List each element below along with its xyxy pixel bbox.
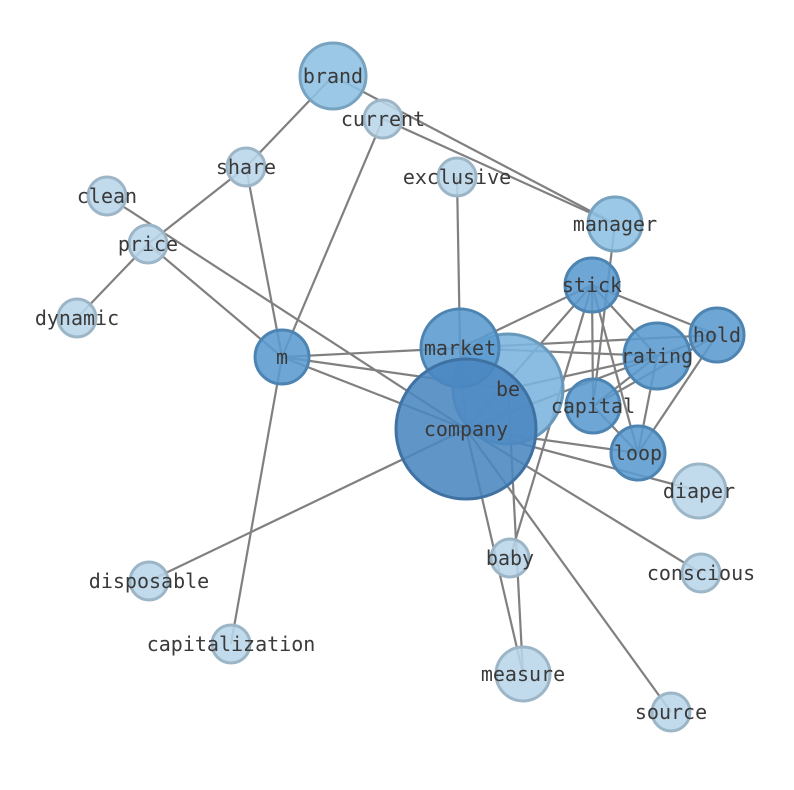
node-label-brand: brand [303, 64, 363, 88]
node-label-current: current [341, 107, 425, 131]
node-rating [622, 321, 692, 391]
node-label-diaper: diaper [663, 479, 735, 503]
node-label-disposable: disposable [89, 569, 209, 593]
node-share [225, 146, 267, 188]
node-label-manager: manager [573, 212, 657, 236]
edge-stick-loop [590, 284, 640, 454]
node-label-stick: stick [562, 273, 622, 297]
edge-manager-capital [591, 223, 617, 407]
node-label-capitalization: capitalization [147, 632, 316, 656]
node-source [650, 691, 692, 733]
node-label-measure: measure [481, 662, 565, 686]
node-label-share: share [216, 155, 276, 179]
edge-price-m [147, 243, 283, 358]
node-label-baby: baby [486, 546, 534, 570]
node-measure [494, 645, 552, 703]
node-label-dynamic: dynamic [35, 306, 119, 330]
node-disposable [128, 560, 170, 602]
node-m [253, 328, 311, 386]
node-label-exclusive: exclusive [403, 165, 511, 189]
node-layer: brand current share exclusive clean manager pr… [35, 41, 755, 733]
node-baby [489, 537, 531, 579]
node-hold [688, 306, 746, 364]
node-label-price: price [118, 232, 178, 256]
node-conscious [680, 552, 722, 594]
node-label-conscious: conscious [647, 561, 755, 585]
edge-m-capitalization [229, 356, 284, 645]
node-label-market: market [424, 336, 496, 360]
node-company [394, 357, 538, 501]
node-label-be: be [496, 377, 520, 401]
node-manager [586, 195, 644, 253]
node-label-company: company [424, 417, 508, 441]
edge-brand-manager [332, 75, 616, 225]
node-current [362, 98, 404, 140]
node-label-rating: rating [621, 344, 693, 368]
edge-current-manager [382, 117, 616, 226]
node-label-m: m [276, 345, 288, 369]
node-label-hold: hold [693, 323, 741, 347]
node-label-capital: capital [551, 394, 635, 418]
node-stick [563, 256, 621, 314]
node-loop [609, 424, 667, 482]
node-dynamic [56, 297, 98, 339]
node-capital [564, 377, 622, 435]
node-price [127, 223, 169, 265]
edge-share-price [147, 166, 247, 245]
node-label-source: source [635, 700, 707, 724]
node-exclusive [436, 156, 478, 198]
node-capitalization [210, 623, 252, 665]
node-clean [86, 175, 128, 217]
edge-share-m [244, 166, 284, 358]
node-label-loop: loop [614, 441, 662, 465]
edge-current-m [280, 118, 385, 358]
node-brand [298, 41, 368, 111]
node-diaper [670, 462, 728, 520]
node-label-clean: clean [77, 184, 137, 208]
